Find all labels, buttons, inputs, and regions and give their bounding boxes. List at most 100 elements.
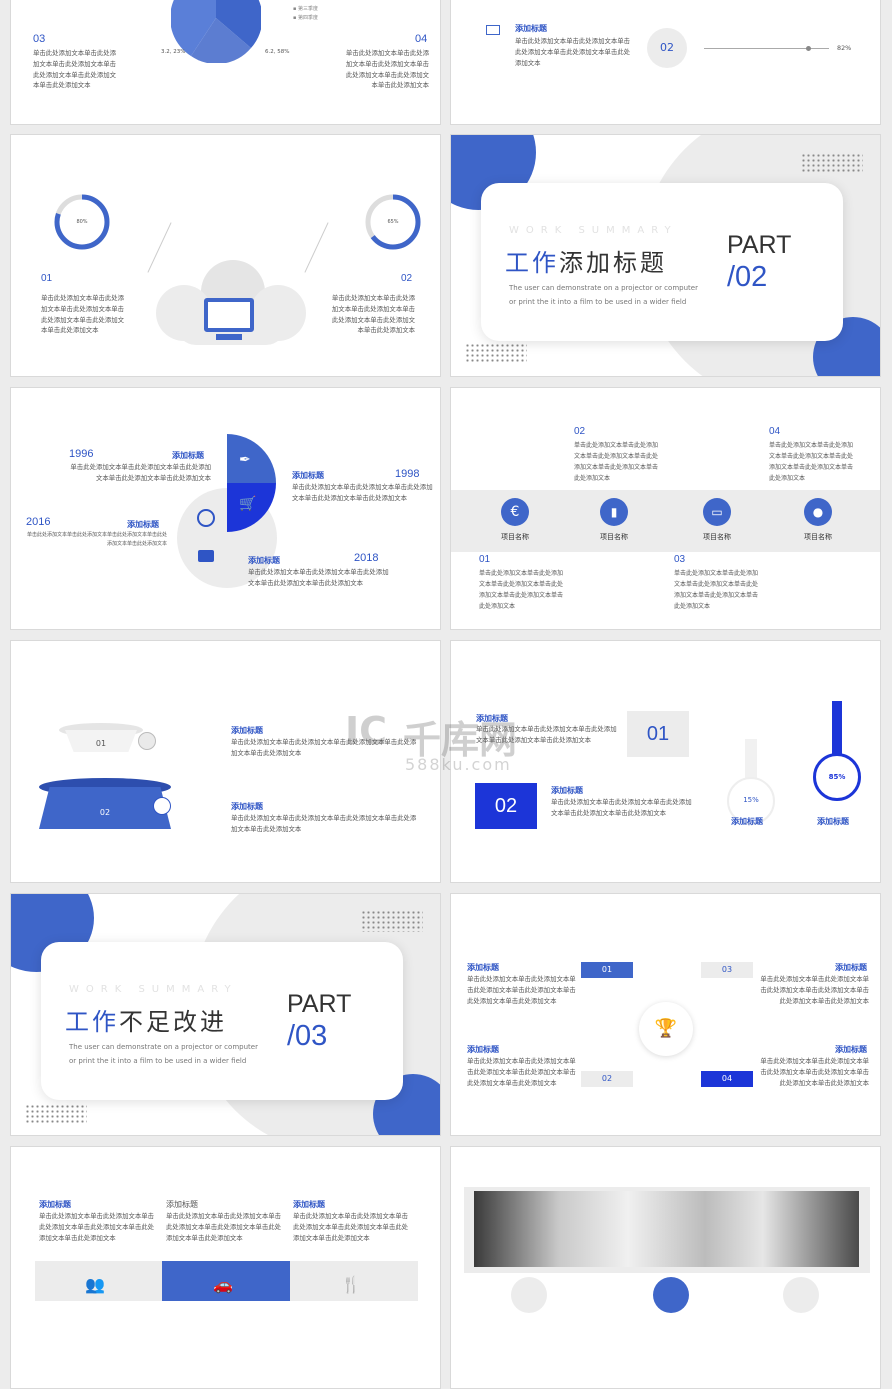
part-label: PART bbox=[727, 231, 792, 259]
circle-02: 02 bbox=[647, 28, 687, 68]
text-2: 单击此处添加文本单击此处添加文本单击此处添加文本单击此处添加文本单击此处添加文本 bbox=[231, 814, 417, 833]
item-2-label: 项目名称 bbox=[600, 533, 628, 541]
box-02: 02 bbox=[475, 783, 537, 829]
chart-icon: ▮ bbox=[600, 498, 628, 526]
slide-three-cols: 添加标题 单击此处添加文本单击此处添加文本单击此处添加文本单击此处添加文本单击此… bbox=[10, 1146, 441, 1389]
text-1: 单击此处添加文本单击此处添加文本单击此处添加文本单击此处添加文本单击此处添加文本… bbox=[39, 1212, 155, 1242]
board-icon: ▭ bbox=[703, 498, 731, 526]
en-desc: The user can demonstrate on a projector … bbox=[509, 284, 698, 306]
search-icon bbox=[138, 732, 156, 750]
text-2: 单击此处添加文本单击此处添加文本单击此处添加文本单击此处添加文本单击此处添加文本 bbox=[551, 798, 692, 817]
box-01-label: 01 bbox=[646, 723, 670, 745]
coins-icon: ● bbox=[804, 498, 832, 526]
slide2-title: 添加标题 bbox=[515, 24, 547, 33]
content-card: WORK SUMMARY 工作不足改进 The user can demonst… bbox=[41, 942, 403, 1100]
title-1996: 添加标题 bbox=[172, 451, 204, 460]
cn-title-b: 添加标题 bbox=[559, 249, 667, 277]
circle-02-label: 02 bbox=[660, 41, 674, 54]
title-3: 添加标题 bbox=[293, 1200, 325, 1209]
text-3: 单击此处添加文本单击此处添加文本单击此处添加文本单击此处添加文本单击此处添加文本… bbox=[293, 1212, 409, 1242]
text-04: 单击此处添加文本单击此处添加文本单击此处添加文本单击此处添加文本单击此处添加文本… bbox=[345, 49, 429, 90]
slide-chart-quarters: ▪ 第三季度 ▪ 第四季度 3.2, 23% 6.2, 58% 03 04 单击… bbox=[10, 0, 441, 125]
plate-large: 02 bbox=[39, 778, 171, 834]
slide-progress: 添加标题 单击此处添加文本单击此处添加文本单击此处添加文本单击此处添加文本单击此… bbox=[450, 0, 881, 125]
item-1: € 项目名称 bbox=[493, 498, 537, 542]
legend-item-3: 第三季度 bbox=[297, 6, 318, 12]
box-01: 01 bbox=[627, 711, 689, 757]
text-1996: 单击此处添加文本单击此处添加文本单击此处添加文本单击此处添加文本单击此处添加文本 bbox=[70, 463, 211, 482]
ring-1-label: 80% bbox=[76, 219, 88, 225]
title-2: 添加标题 bbox=[231, 802, 263, 811]
dot-grid-bottom bbox=[465, 343, 527, 363]
legend-item-4: 第四季度 bbox=[297, 15, 318, 21]
legend: ▪ 第三季度 ▪ 第四季度 bbox=[293, 6, 318, 21]
item-1-label: 项目名称 bbox=[501, 533, 529, 541]
progress-knob bbox=[806, 46, 811, 51]
tag-03-label: 03 bbox=[721, 965, 733, 974]
text-3: 单击此处添加文本单击此处添加文本单击此处添加文本单击此处添加文本单击此处添加文本… bbox=[760, 975, 869, 1005]
label-02: 02 bbox=[574, 426, 586, 437]
box-02-label: 02 bbox=[494, 795, 518, 817]
text-2018: 单击此处添加文本单击此处添加文本单击此处添加文本单击此处添加文本单击此处添加文本 bbox=[248, 568, 389, 587]
icon-circle-3 bbox=[783, 1277, 819, 1313]
item-3: ▭ 项目名称 bbox=[695, 498, 739, 542]
title-1: 添加标题 bbox=[39, 1200, 71, 1209]
tag-04-label: 04 bbox=[721, 1074, 733, 1083]
computer-icon bbox=[204, 298, 254, 332]
quarter-top bbox=[227, 434, 276, 483]
text-02: 单击此处添加文本单击此处添加文本单击此处添加文本单击此处添加文本单击此处添加文本… bbox=[331, 294, 415, 335]
icon-circle-2 bbox=[653, 1277, 689, 1313]
text-03: 单击此处添加文本单击此处添加文本单击此处添加文本单击此处添加文本单击此处添加文本… bbox=[674, 570, 759, 610]
thermo-2-pct: 85% bbox=[828, 773, 846, 781]
pie-chart bbox=[171, 0, 261, 63]
dot-grid-bottom bbox=[25, 1104, 87, 1124]
progress-track bbox=[704, 48, 829, 49]
divider-right bbox=[304, 222, 329, 273]
clock-icon bbox=[197, 509, 215, 527]
part-number: /02 bbox=[727, 261, 768, 293]
item-4: ● 项目名称 bbox=[796, 498, 840, 542]
slide-items: 02 单击此处添加文本单击此处添加文本单击此处添加文本单击此处添加文本单击此处添… bbox=[450, 387, 881, 630]
thermo-2-title: 添加标题 bbox=[817, 817, 849, 826]
slide-thermo: 添加标题 单击此处添加文本单击此处添加文本单击此处添加文本单击此处添加文本单击此… bbox=[450, 640, 881, 883]
text-1: 单击此处添加文本单击此处添加文本单击此处添加文本单击此处添加文本单击此处添加文本 bbox=[231, 738, 417, 757]
text-02: 单击此处添加文本单击此处添加文本单击此处添加文本单击此处添加文本单击此处添加文本… bbox=[574, 442, 659, 482]
item-4-label: 项目名称 bbox=[804, 533, 832, 541]
slide-plates: 01 02 添加标题 单击此处添加文本单击此处添加文本单击此处添加文本单击此处添… bbox=[10, 640, 441, 883]
label-04: 04 bbox=[769, 426, 781, 437]
year-1998: 1998 bbox=[395, 468, 420, 480]
text-03: 单击此处添加文本单击此处添加文本单击此处添加文本单击此处添加文本单击此处添加文本… bbox=[33, 49, 117, 90]
slide-cloud: 80% 65% 01 02 单击此处添加文本单击此处添加文本单击此处添加文本单击… bbox=[10, 134, 441, 377]
cn-title: 工作添加标题 bbox=[505, 243, 667, 278]
text-1998: 单击此处添加文本单击此处添加文本单击此处添加文本单击此处添加文本单击此处添加文本 bbox=[292, 483, 433, 502]
pen-icon: ✒ bbox=[239, 452, 251, 468]
ring-chart-2 bbox=[365, 194, 421, 250]
text-1: 单击此处添加文本单击此处添加文本单击此处添加文本单击此处添加文本单击此处添加文本… bbox=[467, 975, 576, 1005]
text-01: 单击此处添加文本单击此处添加文本单击此处添加文本单击此处添加文本单击此处添加文本… bbox=[41, 294, 125, 335]
text-04: 单击此处添加文本单击此处添加文本单击此处添加文本单击此处添加文本单击此处添加文本… bbox=[769, 442, 854, 482]
car-icon: 🚗 bbox=[213, 1275, 233, 1294]
item-3-label: 项目名称 bbox=[703, 533, 731, 541]
title-4: 添加标题 bbox=[835, 1045, 867, 1054]
title-1: 添加标题 bbox=[467, 963, 499, 972]
slide-part-03: WORK SUMMARY 工作不足改进 The user can demonst… bbox=[10, 893, 441, 1136]
title-2018: 添加标题 bbox=[248, 556, 280, 565]
thermo-1-title: 添加标题 bbox=[731, 817, 763, 826]
pie-label-right: 6.2, 58% bbox=[265, 49, 290, 55]
thermo-1-pct: 15% bbox=[743, 796, 759, 804]
title-2: 添加标题 bbox=[551, 786, 583, 795]
band-highlight bbox=[162, 1261, 290, 1301]
slide-photo bbox=[450, 1146, 881, 1389]
tag-03: 03 bbox=[701, 962, 753, 978]
label-01: 01 bbox=[479, 554, 491, 565]
tag-01-label: 01 bbox=[601, 965, 613, 974]
plate-01-label: 01 bbox=[95, 739, 107, 748]
title-3: 添加标题 bbox=[835, 963, 867, 972]
title-2: 添加标题 bbox=[467, 1045, 499, 1054]
text-1: 单击此处添加文本单击此处添加文本单击此处添加文本单击此处添加文本单击此处添加文本 bbox=[476, 725, 617, 744]
slide-part-02: WORK SUMMARY 工作添加标题 The user can demonst… bbox=[450, 134, 881, 377]
cn-title-b: 不足改进 bbox=[119, 1008, 227, 1036]
tag-04: 04 bbox=[701, 1071, 753, 1087]
dot-grid-top bbox=[801, 153, 863, 173]
team-icon: 👥 bbox=[85, 1275, 105, 1294]
